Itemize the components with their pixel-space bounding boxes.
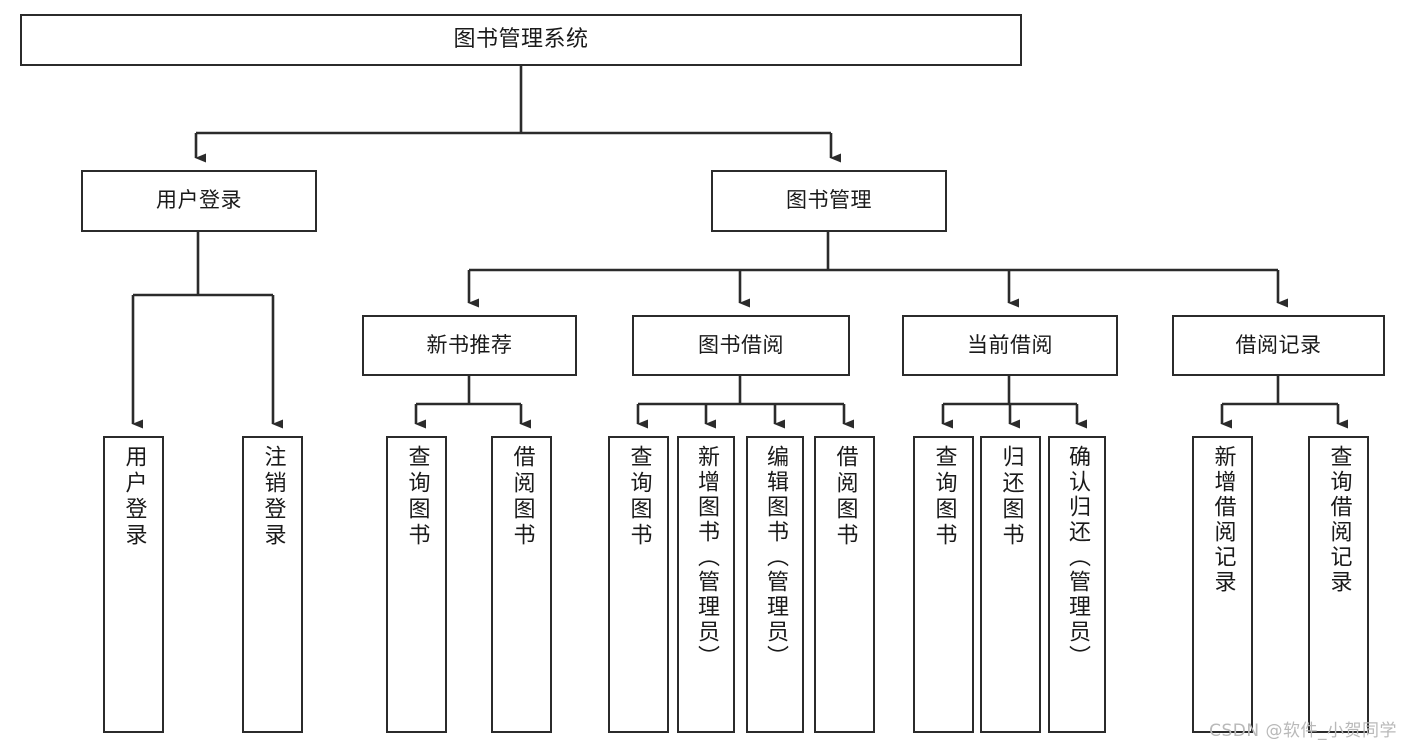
node-book-borrow[interactable]: 图书借阅 [632, 315, 850, 376]
node-user-login[interactable]: 用户登录 [81, 170, 317, 232]
node-leaf-query-book-2[interactable]: 查询图书 [608, 436, 669, 733]
node-leaf-query-book-3-label: 查询图书 [931, 445, 957, 549]
node-leaf-query-borrow-rec-label: 查询借阅记录 [1326, 445, 1352, 595]
node-leaf-query-book-3[interactable]: 查询图书 [913, 436, 974, 733]
node-leaf-query-book-1[interactable]: 查询图书 [386, 436, 447, 733]
node-leaf-return-book[interactable]: 归还图书 [980, 436, 1041, 733]
node-leaf-edit-book-admin-label: 编辑图书（管理员） [763, 445, 788, 670]
node-leaf-user-login-label: 用户登录 [121, 445, 147, 549]
node-leaf-borrow-book-1-label: 借阅图书 [509, 445, 535, 549]
node-leaf-add-book-admin-label: 新增图书（管理员） [694, 445, 719, 670]
node-leaf-return-book-label: 归还图书 [998, 445, 1024, 549]
node-leaf-borrow-book-2-label: 借阅图书 [832, 445, 858, 549]
node-leaf-add-book-admin[interactable]: 新增图书（管理员） [677, 436, 735, 733]
node-leaf-logout-login-label: 注销登录 [260, 445, 286, 549]
node-book-manage-label: 图书管理 [786, 188, 872, 213]
node-leaf-borrow-book-1[interactable]: 借阅图书 [491, 436, 552, 733]
node-root-label: 图书管理系统 [453, 26, 589, 52]
node-leaf-query-borrow-rec[interactable]: 查询借阅记录 [1308, 436, 1369, 733]
node-borrow-record[interactable]: 借阅记录 [1172, 315, 1385, 376]
node-leaf-edit-book-admin[interactable]: 编辑图书（管理员） [746, 436, 804, 733]
node-root[interactable]: 图书管理系统 [20, 14, 1022, 66]
node-leaf-user-login[interactable]: 用户登录 [103, 436, 164, 733]
node-new-book-rec[interactable]: 新书推荐 [362, 315, 577, 376]
node-current-borrow-label: 当前借阅 [967, 332, 1053, 357]
node-current-borrow[interactable]: 当前借阅 [902, 315, 1118, 376]
node-leaf-borrow-book-2[interactable]: 借阅图书 [814, 436, 875, 733]
node-leaf-confirm-return[interactable]: 确认归还（管理员） [1048, 436, 1106, 733]
node-user-login-label: 用户登录 [156, 188, 242, 213]
node-leaf-add-borrow-rec-label: 新增借阅记录 [1210, 445, 1236, 595]
node-borrow-record-label: 借阅记录 [1235, 332, 1322, 357]
node-leaf-add-borrow-rec[interactable]: 新增借阅记录 [1192, 436, 1253, 733]
node-leaf-confirm-return-label: 确认归还（管理员） [1065, 445, 1090, 670]
node-book-manage[interactable]: 图书管理 [711, 170, 947, 232]
node-leaf-logout-login[interactable]: 注销登录 [242, 436, 303, 733]
node-leaf-query-book-2-label: 查询图书 [626, 445, 652, 549]
node-leaf-query-book-1-label: 查询图书 [404, 445, 430, 549]
node-book-borrow-label: 图书借阅 [698, 332, 784, 357]
node-new-book-rec-label: 新书推荐 [426, 332, 513, 357]
